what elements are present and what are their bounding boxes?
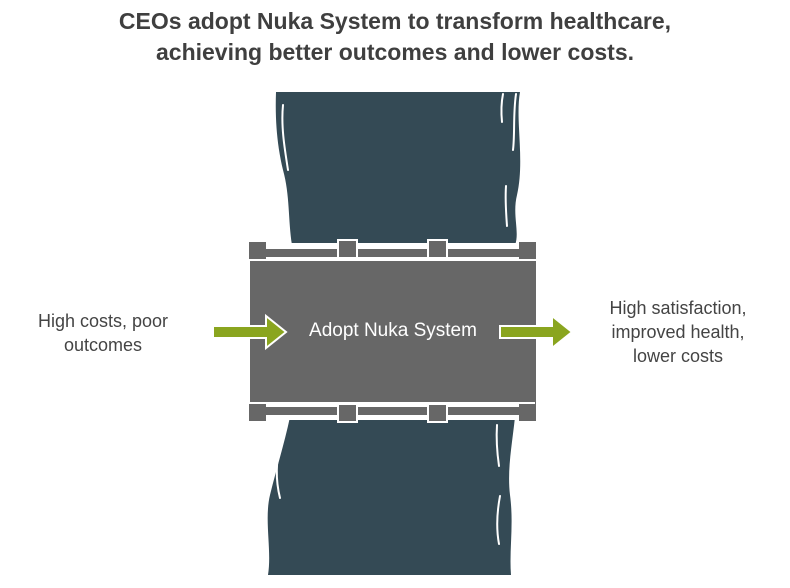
river-top <box>275 92 521 245</box>
process-label: Adopt Nuka System <box>309 320 477 341</box>
output-label-line-3: lower costs <box>632 346 724 366</box>
bridge-deck <box>250 261 536 404</box>
river-bank-lines <box>275 93 517 545</box>
input-label-line-1: High costs, poor <box>37 311 169 331</box>
title-line-2: achieving better outcomes and lower cost… <box>155 39 634 65</box>
bridge-rail-top <box>249 239 536 261</box>
output-label-line-2: improved health, <box>611 322 745 342</box>
bridge-rail-bottom <box>249 402 536 423</box>
input-label: High costs, poor outcomes <box>18 309 188 357</box>
river-bottom <box>267 417 515 575</box>
arrow-right-icon <box>499 313 574 351</box>
arrow-right-icon <box>212 313 288 351</box>
diagram-title: CEOs adopt Nuka System to transform heal… <box>0 6 790 68</box>
output-label: High satisfaction, improved health, lowe… <box>590 296 766 368</box>
output-label-line-1: High satisfaction, <box>609 298 747 318</box>
title-line-1: CEOs adopt Nuka System to transform heal… <box>118 8 672 34</box>
input-label-line-2: outcomes <box>63 335 143 355</box>
